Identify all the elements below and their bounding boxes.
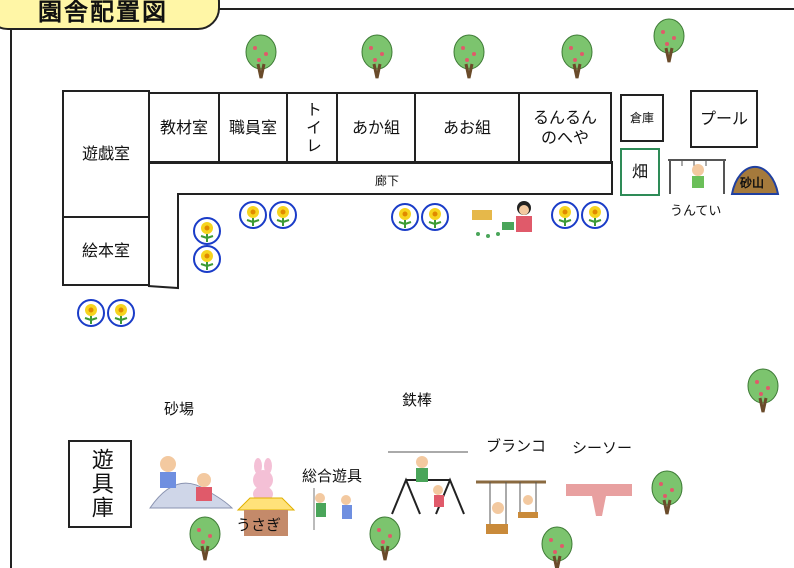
hatake: 畑 [620, 148, 660, 196]
tree-icon [653, 18, 685, 63]
flower-icon [193, 245, 221, 273]
sunayama-label: 砂山 [740, 176, 765, 190]
watering-illustration [472, 201, 532, 238]
tree-icon [189, 516, 221, 561]
seesaw-label: シーソー [572, 439, 633, 457]
flower-icon [551, 201, 579, 229]
sunaba-illustration [149, 456, 234, 509]
tree-icon [747, 368, 779, 413]
sunaba-label: 砂場 [164, 400, 195, 418]
flower-icon [421, 203, 449, 231]
tree-icon [651, 470, 683, 515]
flower-icon [581, 201, 609, 229]
buranko-illustration [476, 480, 546, 534]
outer-frame-top [215, 8, 794, 10]
untei-illustration [668, 159, 726, 194]
usagi-label: うさぎ [236, 516, 282, 534]
sougou-yugu-illustration [313, 488, 352, 530]
tree-icon [369, 516, 401, 561]
tree-icon [453, 34, 485, 79]
tree-icon [561, 34, 593, 79]
tree-icon [245, 34, 277, 79]
flower-icon [107, 299, 135, 327]
flower-icon [269, 201, 297, 229]
flower-icon [391, 203, 419, 231]
rouka-label: 廊下 [375, 174, 400, 188]
room-souko: 倉庫 [620, 94, 664, 142]
room-runrun: るんるん のへや [518, 92, 612, 164]
outer-frame-left [10, 28, 12, 568]
tree-icon [541, 526, 573, 568]
buranko-label: ブランコ [486, 437, 547, 455]
untei-label: うんてい [670, 204, 722, 219]
flower-icon [239, 201, 267, 229]
sougou-yugu-label: 総合遊具 [302, 467, 363, 485]
room-ehonshitsu: 絵本室 [62, 216, 150, 286]
pool: プール [690, 90, 758, 148]
flower-icon [77, 299, 105, 327]
tetsubou-illustration [388, 451, 468, 515]
tetsubou-label: 鉄棒 [402, 391, 433, 409]
flower-icon [193, 217, 221, 245]
tree-icon [361, 34, 393, 79]
seesaw-illustration [566, 484, 632, 516]
usagi-illustration [236, 458, 296, 536]
sunayama-mound [730, 165, 780, 195]
yuguko: 遊具庫 [68, 440, 132, 528]
map-title: 園舎配置図 [0, 0, 220, 30]
